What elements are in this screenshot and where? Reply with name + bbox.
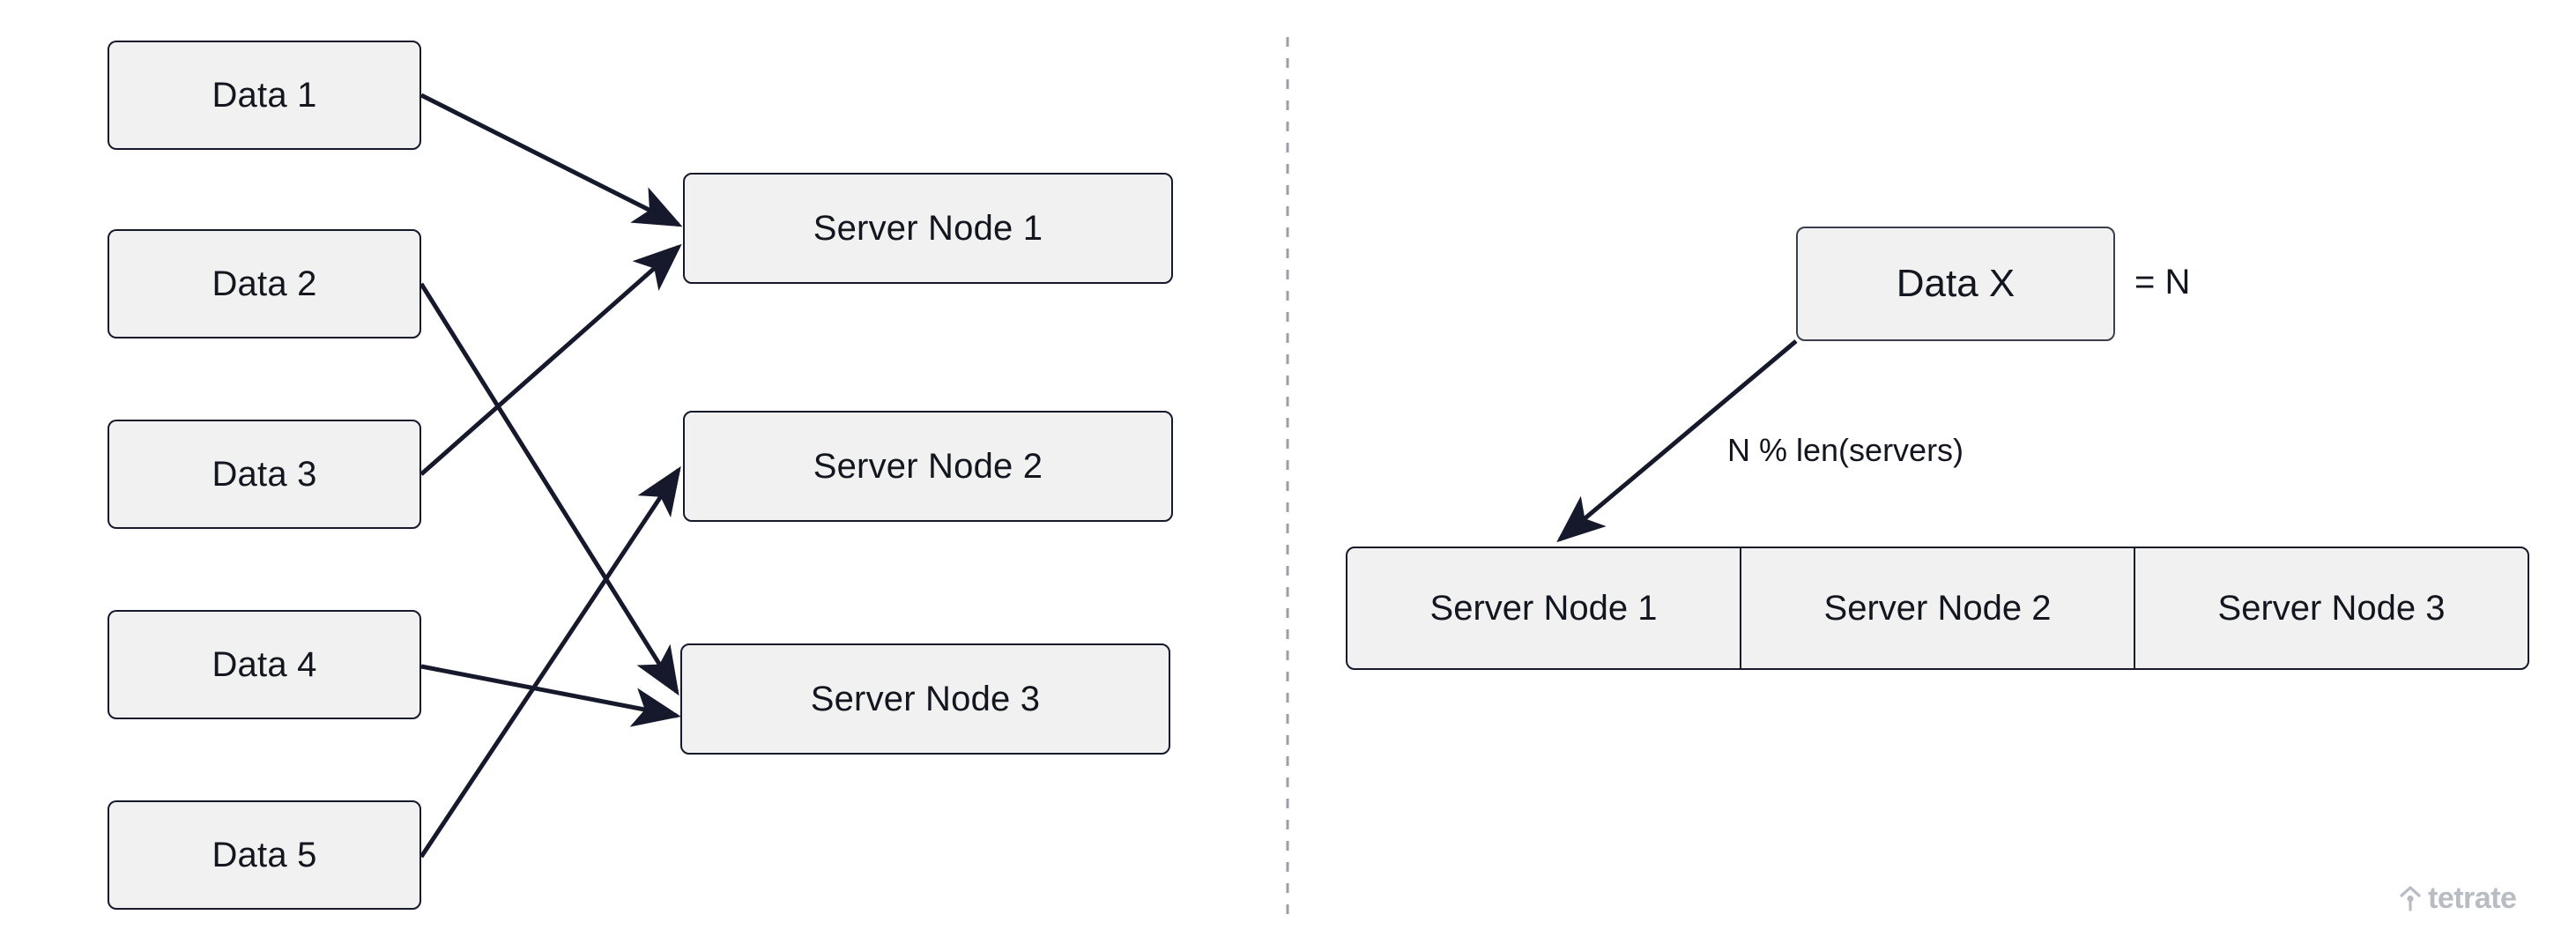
- data-node-4[interactable]: Data 4: [108, 610, 421, 719]
- data-node-1-label: Data 1: [212, 75, 317, 115]
- tetrate-watermark: tetrate: [2400, 881, 2517, 916]
- server-bar-segment-1[interactable]: Server Node 1: [1347, 548, 1741, 668]
- server-node-2-label: Server Node 2: [813, 446, 1043, 486]
- data-node-1[interactable]: Data 1: [108, 41, 421, 150]
- server-bar-segment-3[interactable]: Server Node 3: [2135, 548, 2528, 668]
- edge-data1-server1: [419, 93, 683, 227]
- data-node-4-label: Data 4: [212, 644, 317, 684]
- data-node-5[interactable]: Data 5: [108, 800, 421, 910]
- edge-data2-server3: [419, 282, 679, 696]
- server-bar-segment-3-label: Server Node 3: [2217, 588, 2446, 628]
- server-bar: Server Node 1 Server Node 2 Server Node …: [1346, 547, 2529, 670]
- data-node-2[interactable]: Data 2: [108, 229, 421, 338]
- edge-data3-server1: [419, 243, 682, 476]
- server-bar-segment-2[interactable]: Server Node 2: [1741, 548, 2135, 668]
- equals-n-label: = N: [2134, 263, 2191, 301]
- server-node-3-label: Server Node 3: [810, 679, 1041, 718]
- data-x-label: Data X: [1896, 262, 2016, 305]
- data-x-box[interactable]: Data X: [1796, 227, 2115, 341]
- server-bar-segment-1-label: Server Node 1: [1429, 588, 1658, 628]
- data-node-2-label: Data 2: [212, 264, 317, 303]
- edge-data4-server3: [420, 664, 681, 727]
- data-node-3[interactable]: Data 3: [108, 420, 421, 529]
- data-node-5-label: Data 5: [212, 835, 317, 874]
- modulo-edge-label: N % len(servers): [1727, 432, 1964, 468]
- server-bar-segment-2-label: Server Node 2: [1823, 588, 2052, 628]
- server-node-1[interactable]: Server Node 1: [683, 173, 1173, 284]
- tetrate-wordmark: tetrate: [2428, 881, 2517, 915]
- data-node-3-label: Data 3: [212, 454, 317, 494]
- edge-data5-server2: [419, 465, 681, 859]
- server-node-2[interactable]: Server Node 2: [683, 411, 1173, 522]
- server-node-3[interactable]: Server Node 3: [680, 643, 1170, 755]
- server-node-1-label: Server Node 1: [813, 208, 1043, 248]
- tetrate-caret-icon: [2400, 885, 2421, 912]
